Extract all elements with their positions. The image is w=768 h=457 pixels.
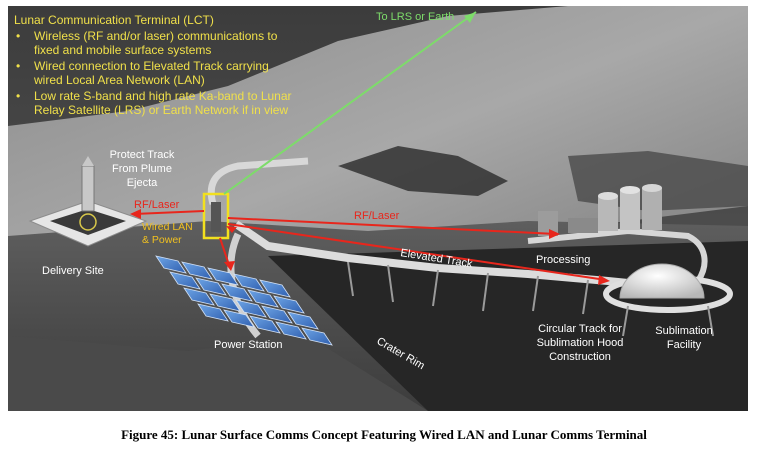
solar-panel: [221, 283, 253, 302]
to-lrs-label: To LRS or Earth: [376, 11, 454, 23]
sublimation-line-1: Sublimation: [655, 325, 712, 337]
solar-panel: [181, 261, 213, 280]
solar-panel: [197, 303, 229, 322]
lrs-beam: [223, 11, 477, 195]
track-upper: [207, 157, 309, 205]
solar-panel: [259, 279, 291, 298]
solar-panel: [273, 295, 305, 314]
sublimation-line-2: Facility: [667, 339, 702, 351]
track-to-processing: [527, 227, 708, 283]
rf-link-delivery-arrow: [130, 209, 141, 219]
processing-label: Processing: [536, 254, 590, 266]
sublimation-label: Sublimation Facility: [655, 325, 712, 351]
solar-panel: [183, 287, 215, 306]
circular-track-line-1: Circular Track for: [538, 323, 622, 335]
circular-track-line-3: Construction: [549, 351, 611, 363]
solar-panel: [249, 315, 281, 334]
lan-arrow-head: [226, 226, 237, 233]
solar-panel: [287, 311, 319, 330]
figure-caption: Figure 45: Lunar Surface Comms Concept F…: [121, 427, 647, 442]
circular-track-line-2: Sublimation Hood: [537, 337, 624, 349]
rf-link-delivery: [133, 210, 205, 215]
bullet-3-line-2: Relay Satellite (LRS) or Earth Network i…: [34, 103, 288, 117]
bullet-3-line-1: Low rate S-band and high rate Ka-band to…: [34, 89, 292, 103]
protect-track-line-3: Ejecta: [127, 177, 158, 189]
bullet-1-line-1: Wireless (RF and/or laser) communication…: [34, 29, 278, 43]
protect-track-line-1: Protect Track: [110, 149, 175, 161]
solar-panel: [207, 267, 239, 286]
solar-panel: [247, 289, 279, 308]
sublimation-dome: [619, 263, 705, 299]
lrs-beam-arrow: [464, 12, 476, 23]
solar-panels: [155, 255, 333, 346]
lct-box: [202, 192, 230, 240]
processing-plant: [538, 184, 662, 236]
solar-panel: [233, 273, 265, 292]
protect-track-label: Protect Track From Plume Ejecta: [110, 149, 175, 189]
solar-panel: [169, 271, 201, 290]
rf-link-sublimation-arrow: [598, 275, 610, 285]
wired-lan-label: Wired LAN & Power: [142, 221, 193, 246]
bullet-1-line-2: fixed and mobile surface systems: [34, 43, 211, 57]
wired-lan-line-1: Wired LAN: [142, 221, 193, 233]
track-supports: [347, 261, 714, 337]
power-station-label: Power Station: [214, 339, 282, 351]
bullet-2-line-2: wired Local Area Network (LAN): [33, 73, 205, 87]
circular-track-label: Circular Track for Sublimation Hood Cons…: [537, 323, 624, 363]
solar-panel: [209, 293, 241, 312]
rf-link-processing-arrow: [549, 229, 560, 239]
rf-laser-left-label: RF/Laser: [134, 199, 180, 211]
crater-shadow: [338, 146, 508, 196]
solar-panel: [275, 321, 307, 340]
wired-lan-arrow: [224, 261, 235, 271]
bullet-dot-2: •: [16, 59, 20, 73]
protect-track-line-2: From Plume: [112, 163, 172, 175]
lct-bullets: • Wireless (RF and/or laser) communicati…: [16, 29, 292, 117]
lct-title: Lunar Communication Terminal (LCT): [14, 13, 214, 27]
solar-panel: [223, 309, 255, 328]
solar-panel: [195, 277, 227, 296]
bullet-dot-1: •: [16, 29, 20, 43]
rf-laser-right-label: RF/Laser: [354, 210, 400, 222]
delivery-site: [28, 156, 148, 247]
delivery-site-label: Delivery Site: [42, 265, 104, 277]
wired-lan-line-2: & Power: [142, 234, 182, 246]
lunar-comms-scene: Lunar Communication Terminal (LCT) • Wir…: [8, 6, 748, 411]
foreground-rocks: [8, 336, 428, 411]
solar-panel: [155, 255, 187, 274]
bullet-dot-3: •: [16, 89, 20, 103]
solar-panel: [235, 299, 267, 318]
solar-panel: [261, 305, 293, 324]
solar-panel: [301, 327, 333, 346]
rf-link-sublimation: [227, 223, 607, 281]
bullet-2-line-1: Wired connection to Elevated Track carry…: [34, 59, 269, 73]
lct-terminal: [211, 202, 221, 232]
rf-link-processing: [227, 217, 557, 235]
